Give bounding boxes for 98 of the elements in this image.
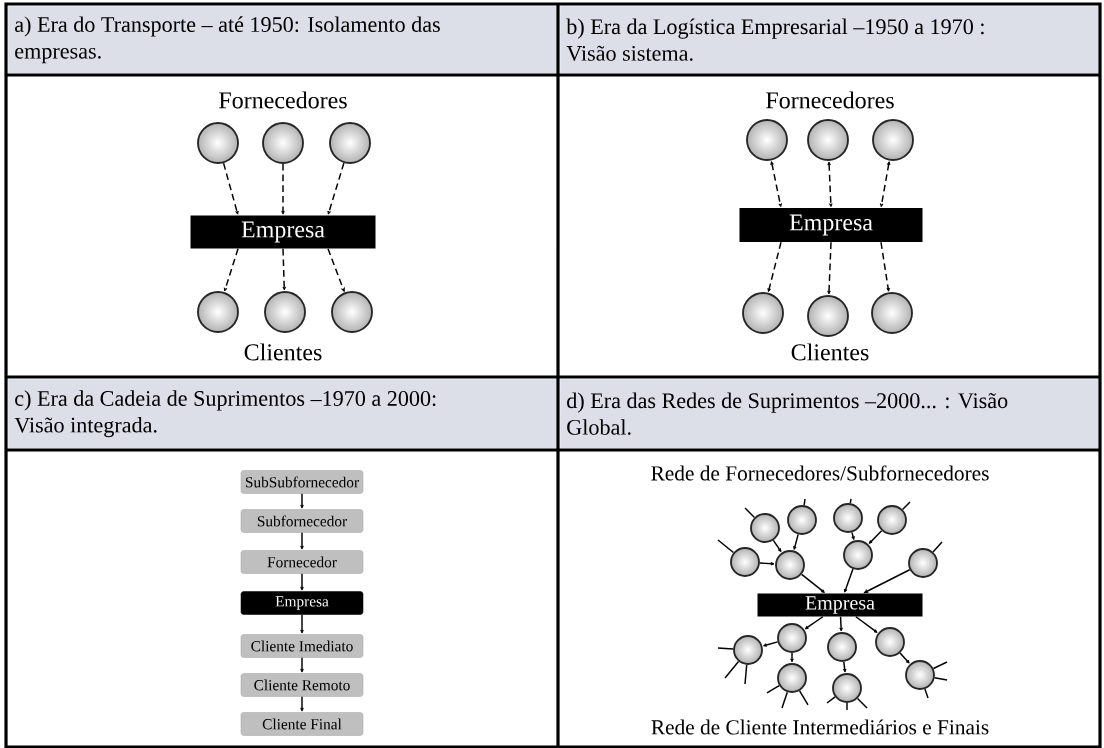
circle-node [262, 122, 304, 164]
dashed-arrow [222, 162, 239, 215]
heading-label: Clientes [244, 343, 322, 361]
circle-node [843, 540, 873, 570]
line [744, 664, 748, 685]
circle-node [329, 122, 371, 164]
arrow [843, 661, 847, 673]
circle-node [742, 292, 784, 334]
arrow [763, 641, 779, 647]
process-box: Subfornecedor [240, 509, 364, 533]
heading-label: Fornecedores [219, 91, 347, 109]
dashed-arrow [827, 241, 832, 295]
line [856, 697, 868, 709]
process-box: Cliente Final [240, 712, 364, 736]
label-bar: Empresa [190, 215, 376, 249]
arrow [300, 573, 304, 591]
dashed-arrow [767, 241, 782, 293]
header-cell: a) Era do Transporte – até 1950: Isolamento das empresas. [8, 6, 557, 74]
circle-node [877, 505, 907, 535]
label-bar: Empresa [757, 593, 923, 617]
dashed-arrow [770, 161, 782, 208]
process-box: SubSubfornecedor [240, 470, 364, 494]
circle-node [733, 635, 763, 665]
line [781, 691, 788, 709]
heading-label: Fornecedores [766, 91, 894, 109]
arrow [800, 573, 825, 593]
circle-node [787, 505, 817, 535]
arrow [855, 616, 878, 633]
circle-node [775, 550, 805, 580]
arrow [899, 652, 910, 664]
circle-node [777, 623, 807, 653]
line [846, 702, 848, 711]
arrow [759, 562, 775, 566]
arrow [804, 616, 824, 630]
dashed-arrow [281, 163, 285, 215]
circle-node [832, 673, 862, 703]
header-cell: b) Era da Logística Empresarial –1950 a 1970 : Visão sistema. [560, 6, 1099, 74]
arrow [839, 616, 843, 632]
circle-node [833, 503, 863, 533]
circle-node [827, 632, 857, 662]
arrow [300, 493, 304, 509]
line [717, 647, 734, 650]
line [724, 660, 740, 679]
dashed-arrow [880, 161, 891, 208]
dashed-arrow [223, 248, 239, 292]
dashed-arrow [327, 248, 345, 292]
dashed-arrow [282, 248, 286, 291]
process-box: Cliente Imediato [240, 634, 364, 658]
circle-node [875, 627, 905, 657]
arrow [863, 569, 911, 594]
line [901, 501, 911, 511]
dashed-arrow [327, 162, 345, 215]
line [932, 541, 943, 553]
header-cell: c) Era da Cadeia de Suprimentos –1970 a 2000: Visão integrada. [8, 379, 557, 449]
arrow [851, 531, 855, 540]
arrow [300, 696, 304, 712]
circle-node [197, 122, 239, 164]
dashed-arrow [827, 161, 833, 208]
line [803, 498, 806, 506]
line [933, 676, 948, 681]
line [766, 684, 780, 694]
arrow [772, 539, 782, 553]
circle-node [750, 513, 780, 543]
arrow [793, 533, 799, 550]
line [924, 688, 929, 699]
process-box: Cliente Remoto [240, 673, 364, 697]
circle-node [871, 292, 913, 334]
circle-node [908, 548, 938, 578]
arrow [868, 529, 883, 544]
arrow [790, 652, 794, 663]
arrow [300, 657, 304, 673]
circle-node [872, 119, 914, 161]
arrow [300, 614, 304, 634]
circle-node [331, 291, 373, 333]
heading-label: Rede de Cliente Intermediários e Finais [651, 719, 989, 735]
circle-node [264, 291, 306, 333]
arrow [300, 532, 304, 550]
circle-node [807, 119, 849, 161]
circle-node [197, 291, 239, 333]
line [744, 507, 756, 519]
line [798, 690, 809, 706]
circle-node [777, 663, 807, 693]
header-cell: d) Era das Redes de Suprimentos –2000... : Visão Global. [560, 379, 1099, 449]
heading-label: Rede de Fornecedores/Subfornecedores [651, 465, 989, 481]
line [932, 661, 948, 670]
circle-node [807, 295, 849, 337]
dashed-arrow [880, 241, 890, 292]
line [849, 498, 852, 504]
circle-node [730, 547, 760, 577]
heading-label: Clientes [791, 343, 869, 361]
process-box: Fornecedor [240, 550, 364, 574]
circle-node [905, 660, 935, 690]
line [826, 696, 836, 704]
label-bar: Empresa [739, 208, 923, 242]
process-box: Empresa [240, 591, 364, 615]
circle-node [746, 119, 788, 161]
line [717, 539, 735, 554]
arrow [843, 568, 854, 593]
